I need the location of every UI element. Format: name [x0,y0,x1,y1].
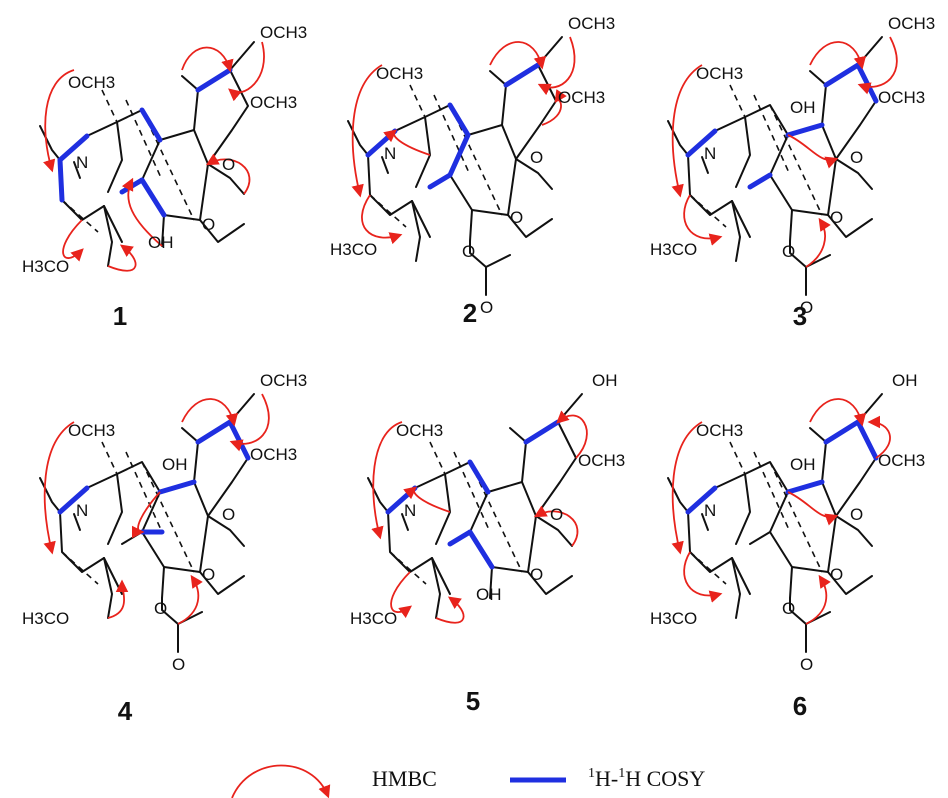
compound-6: OH OCH3 OCH3 H3CO N OH O O O O [650,371,925,674]
legend-hmbc-label: HMBC [372,766,437,791]
label-top-right: OCH3 [888,14,935,33]
label-mid-right: OCH3 [250,93,297,112]
label-nitrogen: N [76,153,88,172]
label-bottom-left: H3CO [330,240,377,259]
compound-5: OH OCH3 OCH3 H3CO N OH O O [350,371,625,628]
hmbc-arrow-icon [231,764,331,798]
label-ester-oxygen: O [782,599,795,618]
label-carbonyl-oxygen: O [800,298,813,317]
label-hydroxyl: OH [476,585,502,604]
cosy-bonds [467,529,495,570]
label-bottom-left: H3CO [22,257,69,276]
label-top-left: OCH3 [396,421,443,440]
cosy-bonds [57,419,251,535]
label-top-left: OCH3 [696,421,743,440]
label-oxygen: O [830,208,843,227]
legend-cosy-label: 1H-1H COSY [588,766,705,791]
label-bottom-left: H3CO [350,609,397,628]
compound-number: 2 [463,298,477,328]
label-top-left: OCH3 [68,73,115,92]
label-oxygen: O [850,505,863,524]
label-nitrogen: N [704,501,716,520]
compound-3: OCH3 OCH3 OCH3 H3CO N OH O O O O [650,14,935,317]
label-top-right: OCH3 [568,14,615,33]
cosy-bonds [685,62,879,190]
label-oxygen: O [202,215,215,234]
label-mid-right: OCH3 [578,451,625,470]
label-mid-right: OCH3 [878,451,925,470]
hmbc-arrows [371,410,588,624]
label-carbonyl-oxygen: O [172,655,185,674]
label-oxygen: O [222,505,235,524]
hmbc-arrows [43,41,265,272]
cosy-bonds [57,67,233,195]
compound-number: 4 [118,696,133,726]
label-bottom-left: H3CO [650,609,697,628]
cosy-bonds [57,157,167,218]
compound-number: 3 [793,301,807,331]
label-ester-oxygen: O [782,242,795,261]
label-oxygen: O [202,565,215,584]
label-oxygen: O [530,565,543,584]
hmbc-arrows [671,36,898,268]
hmbc-arrows [351,36,576,245]
label-top-left: OCH3 [376,64,423,83]
label-nitrogen: N [384,144,396,163]
label-oxygen: O [550,505,563,524]
label-carbonyl-oxygen: O [480,298,493,317]
label-oxygen: O [222,155,235,174]
label-nitrogen: N [404,501,416,520]
compound-4: OCH3 OCH3 OCH3 H3CO N OH O O O O [22,371,307,674]
label-oxygen: O [830,565,843,584]
label-hydroxyl: OH [162,455,188,474]
label-bottom-left: H3CO [650,240,697,259]
label-top-right: OH [892,371,918,390]
label-bottom-left: H3CO [22,609,69,628]
label-hydroxyl: OH [148,233,174,252]
compound-number: 1 [113,301,127,331]
hmbc-arrows [43,393,270,625]
cosy-bonds [385,419,561,547]
label-hydroxyl: OH [790,455,816,474]
label-top-left: OCH3 [68,421,115,440]
label-top-right: OCH3 [260,23,307,42]
compound-2: OCH3 OCH3 OCH3 H3CO N O O O O [330,14,615,317]
label-oxygen: O [850,148,863,167]
compound-number: 6 [793,691,807,721]
label-carbonyl-oxygen: O [800,655,813,674]
label-ester-oxygen: O [154,599,167,618]
label-hydroxyl: OH [790,98,816,117]
legend: HMBC 1H-1H COSY [231,764,705,798]
label-nitrogen: N [704,144,716,163]
cosy-bonds [365,62,541,190]
label-mid-right: OCH3 [250,445,297,464]
label-nitrogen: N [76,501,88,520]
label-oxygen: O [530,148,543,167]
label-oxygen: O [510,208,523,227]
label-ester-oxygen: O [462,242,475,261]
label-mid-right: OCH3 [558,88,605,107]
label-mid-right: OCH3 [878,88,925,107]
label-top-right: OH [592,371,618,390]
compound-number: 5 [466,686,480,716]
label-top-right: OCH3 [260,371,307,390]
label-top-left: OCH3 [696,64,743,83]
compound-1: OCH3 OCH3 OCH3 H3CO N OH O O [22,23,307,276]
hmbc-arrows [671,398,891,625]
